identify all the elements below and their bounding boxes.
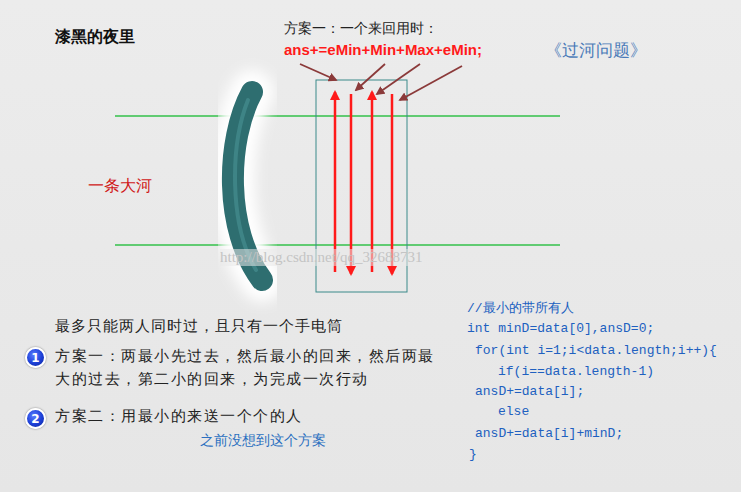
plan-note: 方案一：一个来回用时： xyxy=(284,20,438,38)
crossing-arrow xyxy=(350,94,353,274)
code-line: } xyxy=(469,447,477,462)
crossing-arrow xyxy=(391,94,394,274)
crossing-arrow xyxy=(371,92,374,272)
watermark: http://blog.csdn.net/qq_32688731 xyxy=(220,249,423,266)
rule-note: 最多只能两人同时过，且只有一个手电筒 xyxy=(55,317,343,336)
code-line: if(i==data.length-1) xyxy=(498,364,654,379)
scene-note: 漆黑的夜里 xyxy=(55,27,135,48)
remark: 之前没想到这个方案 xyxy=(200,432,326,450)
river-bank xyxy=(115,244,560,246)
callout-number-text: 1 xyxy=(31,352,39,364)
formula: ans+=eMin+Min+Max+eMin; xyxy=(284,41,482,58)
callout-number-text: 2 xyxy=(31,413,39,425)
code-line: else xyxy=(498,404,529,419)
callout-number: 1 xyxy=(25,347,46,368)
code-line: ansD+=data[i]; xyxy=(475,384,584,399)
plan-text: 方案二：用最小的来送一个个的人 xyxy=(55,407,303,426)
river-bank xyxy=(115,115,560,117)
crossing-arrow xyxy=(334,92,337,272)
bridge-highlight xyxy=(235,100,256,270)
code-line: //最小的带所有人 xyxy=(467,299,574,317)
leader-arrow xyxy=(377,64,420,94)
diagram-title: 《过河问题》 xyxy=(545,39,647,62)
code-line: ansD+=data[i]+minD; xyxy=(475,426,623,441)
leader-arrow xyxy=(400,66,462,100)
code-line: int minD=data[0],ansD=0; xyxy=(467,321,654,336)
callout-number: 2 xyxy=(25,408,46,429)
plan-text: 方案一：两最小先过去，然后最小的回来，然后两最大的过去，第二小的回来，为完成一次… xyxy=(55,345,445,391)
leader-arrow xyxy=(300,64,336,80)
code-line: for(int i=1;i<data.length;i++){ xyxy=(475,343,717,358)
river-label: 一条大河 xyxy=(88,176,152,197)
leader-arrow xyxy=(356,64,385,90)
